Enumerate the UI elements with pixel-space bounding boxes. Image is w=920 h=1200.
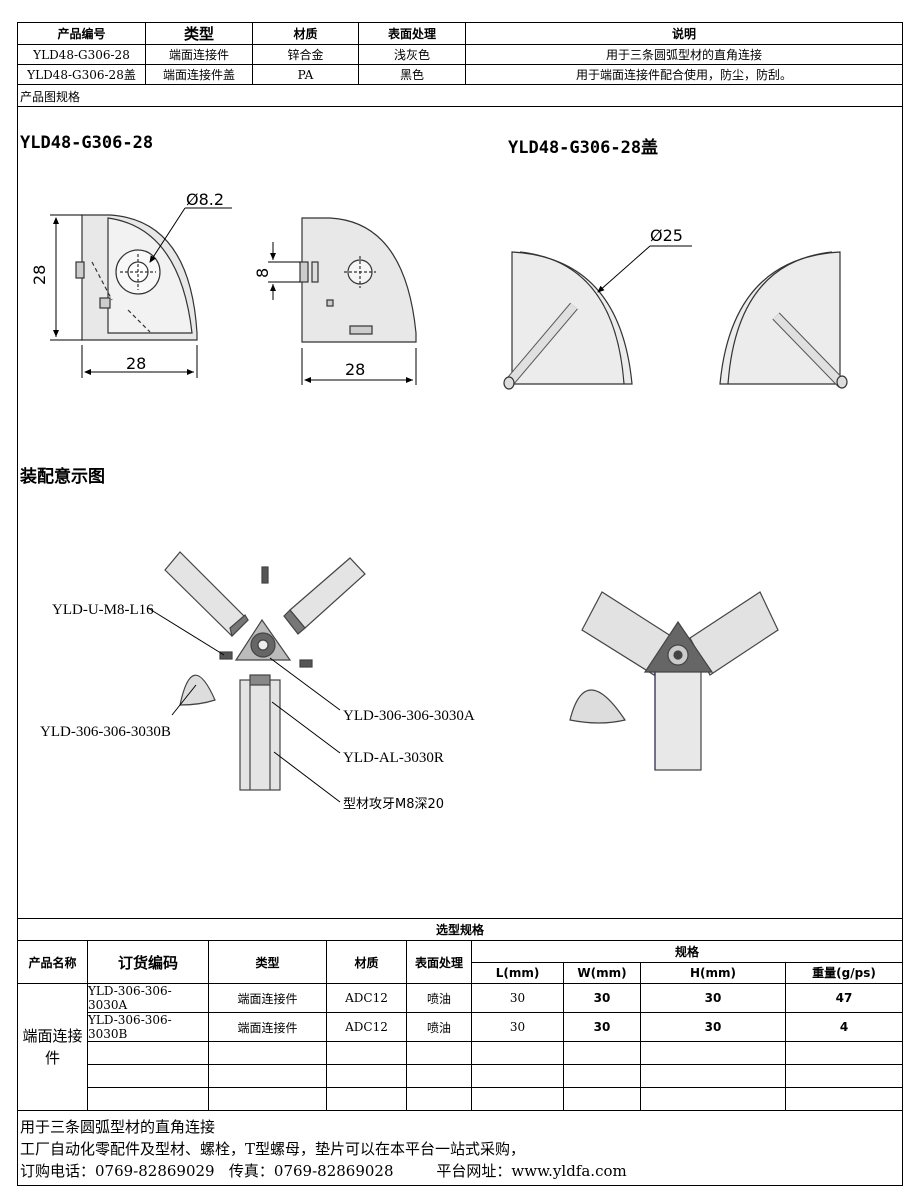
cell-weight: 47 — [785, 983, 903, 1013]
footer-line2: 工厂自动化零配件及型材、螺栓，T型螺母，垫片可以在本平台一站式采购， — [20, 1140, 526, 1158]
header-type: 类型 — [145, 22, 253, 45]
product-info-table: 产品编号 类型 材质 表面处理 说明 YLD48-G306-28 端面连接件 锌… — [17, 22, 903, 85]
label-profile: YLD-AL-3030R — [343, 750, 444, 766]
footer-line1: 用于三条圆弧型材的直角连接 — [20, 1118, 216, 1136]
footer-fax: 传真：0769-82869028 — [228, 1162, 394, 1180]
footer-contact: 订购电话：0769-82869029 传真：0769-82869028 平台网址… — [20, 1160, 627, 1182]
cap-view-right — [503, 251, 633, 390]
cell-finish: 喷油 — [406, 983, 472, 1013]
assembled-view — [569, 591, 779, 771]
table-header-row: 产品编号 类型 材质 表面处理 说明 — [17, 22, 903, 45]
dim-height: 28 — [30, 265, 49, 285]
label-cap: YLD-306-306-3030B — [40, 724, 171, 740]
cell-code: YLD-306-306-3030B — [87, 1012, 209, 1042]
cell-description: 用于三条圆弧型材的直角连接 — [465, 44, 903, 65]
table-row: 端面连接件 YLD-306-306-3030A 端面连接件 ADC12 喷油 3… — [17, 983, 903, 1111]
cell-h: 30 — [640, 983, 786, 1013]
cell-type: 端面连接件 — [208, 983, 327, 1013]
cell-code: YLD48-G306-28盖 — [17, 64, 146, 85]
dim-hole-dia: Ø8.2 — [186, 190, 224, 209]
cell-finish: 黑色 — [358, 64, 466, 85]
section-label: 产品图规格 — [17, 87, 903, 107]
table-row-empty — [18, 1064, 903, 1088]
cell-type: 端面连接件 — [208, 1012, 327, 1042]
cell-w: 30 — [563, 983, 641, 1013]
spec-header-h: H(mm) — [640, 961, 786, 984]
cell-type: 端面连接件盖 — [145, 64, 253, 85]
assembly-title: 装配意示图 — [20, 467, 105, 487]
table-row-empty — [18, 1041, 903, 1065]
spec-header-finish: 表面处理 — [406, 940, 472, 984]
label-note: 型材攻牙M8深20 — [343, 797, 444, 812]
spec-table: 产品名称 订货编码 类型 材质 表面处理 规格 L(mm) W(mm) H(mm… — [17, 940, 903, 1111]
drawing-title-left: YLD48-G306-28 — [20, 133, 154, 153]
spec-header-code: 订货编码 — [87, 940, 209, 984]
dim-slot: 8 — [253, 268, 272, 278]
technical-drawing: Ø8.2 28 28 8 28 Ø25 — [30, 190, 848, 390]
spec-title: 选型规格 — [17, 918, 903, 941]
dim-cap-dia: Ø25 — [650, 226, 683, 245]
cell-material: PA — [252, 64, 359, 85]
footer-site: 平台网址：www.yldfa.com — [436, 1162, 627, 1180]
front-view — [75, 214, 198, 341]
cap-view-left — [719, 251, 848, 389]
cell-material: ADC12 — [326, 983, 407, 1013]
cell-material: ADC12 — [326, 1012, 407, 1042]
side-view — [299, 217, 417, 343]
cell-l: 30 — [471, 983, 564, 1013]
footer: 用于三条圆弧型材的直角连接 工厂自动化零配件及型材、螺栓，T型螺母，垫片可以在本… — [20, 1116, 627, 1182]
drawing-title-right: YLD48-G306-28盖 — [508, 138, 659, 158]
spec-header-group: 规格 — [471, 940, 903, 963]
dim-width-front: 28 — [126, 354, 146, 373]
cell-w: 30 — [563, 1012, 641, 1042]
table-row: YLD48-G306-28盖 端面连接件盖 PA 黑色 用于端面连接件配合使用，… — [17, 64, 903, 85]
cell-code: YLD48-G306-28 — [17, 44, 146, 65]
spec-header-material: 材质 — [326, 940, 407, 984]
spec-header-w: W(mm) — [563, 961, 641, 984]
cell-description: 用于端面连接件配合使用，防尘，防刮。 — [465, 64, 903, 85]
spec-header-name: 产品名称 — [17, 940, 88, 984]
spec-header-row: 产品名称 订货编码 类型 材质 表面处理 规格 — [17, 940, 903, 984]
exploded-view — [164, 551, 366, 791]
spec-header-l: L(mm) — [471, 961, 564, 984]
cell-finish: 喷油 — [406, 1012, 472, 1042]
spec-header-type: 类型 — [208, 940, 327, 984]
cell-weight: 4 — [785, 1012, 903, 1042]
label-screw: YLD-U-M8-L16 — [52, 602, 154, 618]
table-row: YLD48-G306-28 端面连接件 锌合金 浅灰色 用于三条圆弧型材的直角连… — [17, 44, 903, 65]
table-row: YLD-306-306-3030B 端面连接件 ADC12 喷油 30 30 3… — [18, 1012, 903, 1042]
footer-phone: 订购电话：0769-82869029 — [20, 1162, 215, 1180]
assembly-diagram: YLD-U-M8-L16 YLD-306-306-3030B YLD-306-3… — [40, 551, 779, 812]
spec-header-weight: 重量(g/ps) — [785, 961, 903, 984]
spec-product-name: 端面连接件 — [17, 983, 88, 1111]
table-row-empty — [18, 1087, 903, 1111]
label-connector: YLD-306-306-3030A — [343, 708, 475, 724]
dim-width-side: 28 — [345, 360, 365, 379]
cell-code: YLD-306-306-3030A — [87, 983, 209, 1013]
cell-h: 30 — [640, 1012, 786, 1042]
cell-l: 30 — [471, 1012, 564, 1042]
